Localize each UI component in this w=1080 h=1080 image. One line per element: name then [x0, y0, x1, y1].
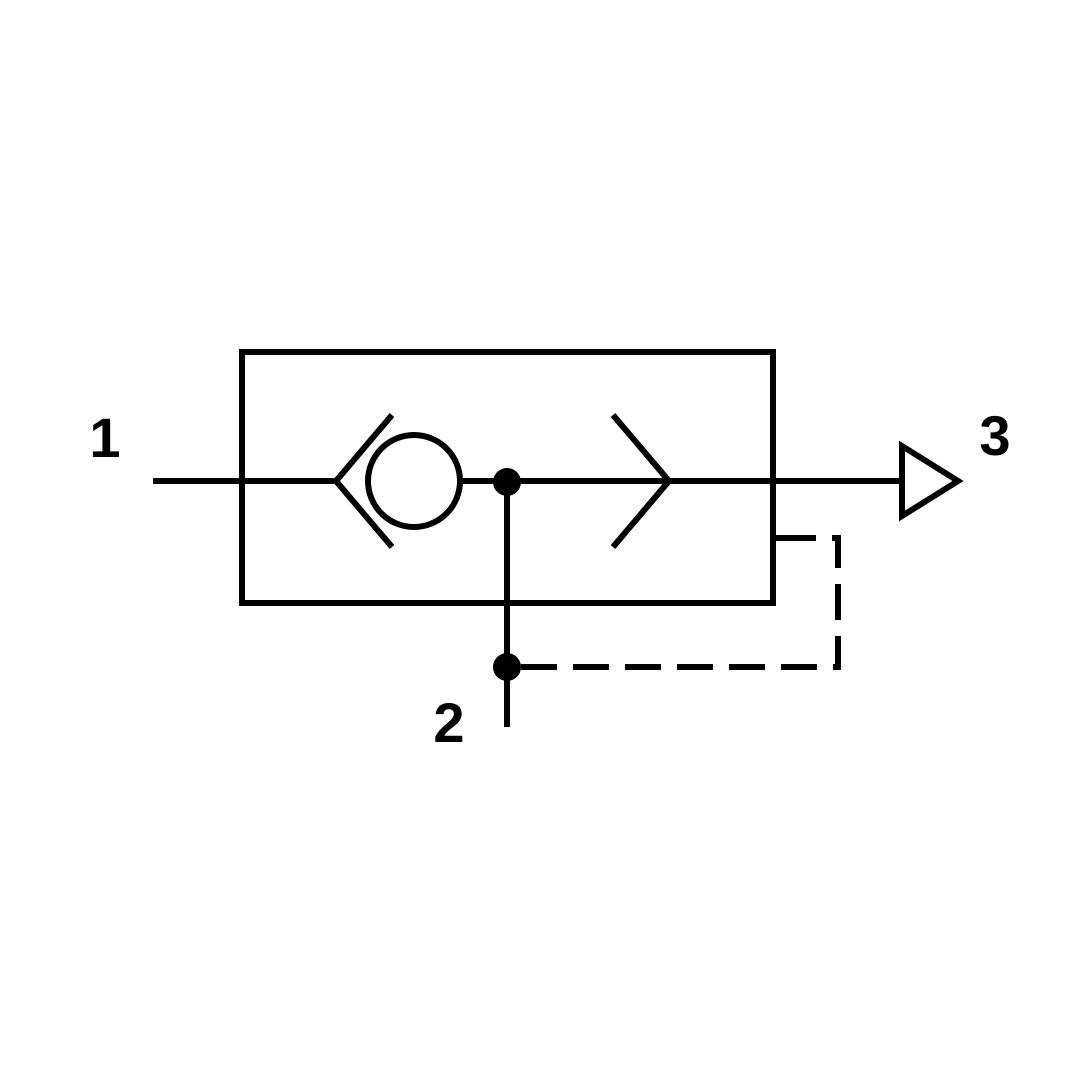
pilot-dashed-line — [521, 535, 841, 670]
exhaust-triangle-icon — [899, 440, 964, 522]
junction-dot-lower — [493, 653, 521, 681]
junction-dots — [493, 468, 521, 681]
junction-dot-upper — [493, 468, 521, 496]
port-labels: 1 2 3 — [89, 404, 1010, 754]
check-valve-disc-icon — [365, 432, 463, 530]
check-valve-seat-icon — [332, 413, 395, 549]
flow-direction-chevron-icon — [610, 413, 673, 549]
schematic-strokes — [153, 349, 964, 727]
port-1-label: 1 — [89, 406, 120, 469]
port-3-label: 3 — [979, 404, 1010, 467]
port-2-label: 2 — [433, 691, 464, 754]
